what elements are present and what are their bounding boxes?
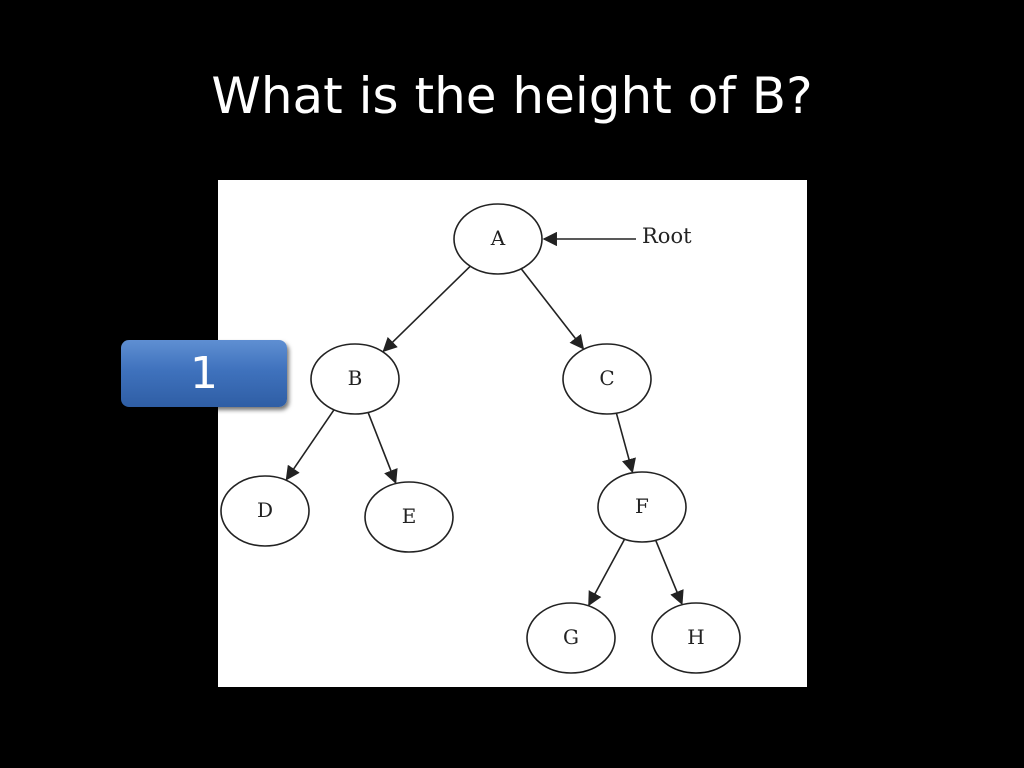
node-e: E <box>364 481 454 553</box>
node-circle <box>364 481 454 553</box>
node-circle <box>651 602 741 674</box>
node-b: B <box>310 343 400 415</box>
edge-f-h <box>654 539 684 606</box>
node-label: G <box>563 625 579 649</box>
node-f: F <box>597 471 687 543</box>
node-label: H <box>687 625 704 649</box>
node-circle <box>220 475 310 547</box>
node-circle <box>562 343 652 415</box>
tree-diagram: A B C D E F G H Root <box>218 180 807 687</box>
edge-c-f <box>615 412 636 474</box>
node-a: A <box>453 203 543 275</box>
node-label: D <box>257 498 273 522</box>
node-label: A <box>490 226 506 250</box>
edge-f-g <box>588 538 626 607</box>
edge-b-e <box>367 412 398 485</box>
edge-a-c <box>520 268 585 350</box>
node-label: C <box>599 366 614 390</box>
node-c: C <box>562 343 652 415</box>
node-circle <box>310 343 400 415</box>
edge-b-d <box>285 409 335 481</box>
node-circle <box>597 471 687 543</box>
root-label: Root <box>642 224 692 248</box>
node-label: F <box>635 494 649 518</box>
slide-title: What is the height of B? <box>211 67 813 125</box>
node-d: D <box>220 475 310 547</box>
edge-a-b <box>382 265 471 353</box>
node-label: B <box>348 366 363 390</box>
node-label: E <box>402 504 417 528</box>
tree-diagram-svg: A B C D E F G H Root <box>220 203 741 674</box>
node-h: H <box>651 602 741 674</box>
node-circle <box>453 203 543 275</box>
answer-badge: 1 <box>121 340 287 407</box>
node-g: G <box>526 602 616 674</box>
node-circle <box>526 602 616 674</box>
